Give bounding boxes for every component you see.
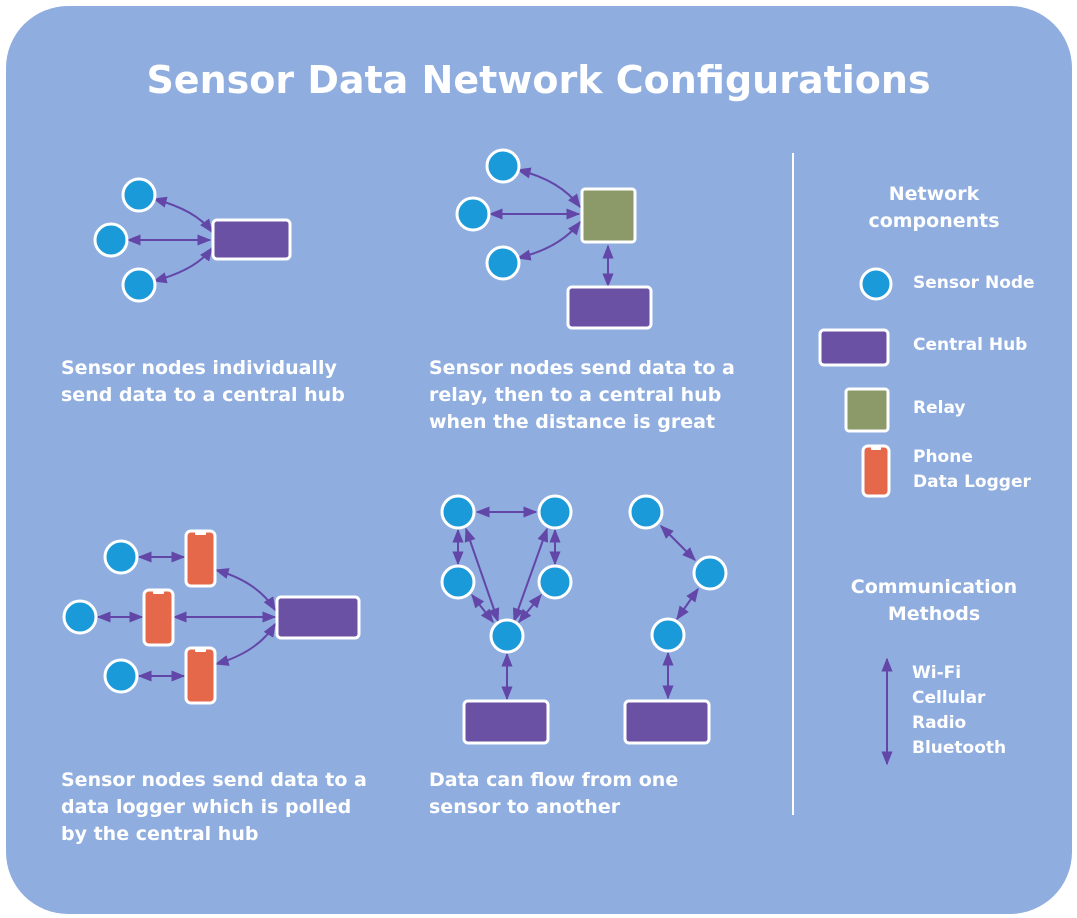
sensor-node-icon xyxy=(455,196,491,232)
central-hub-icon xyxy=(275,595,361,640)
legend-phone-logger-label: Phone Data Logger xyxy=(913,447,1031,492)
mesh-config-links xyxy=(452,506,699,701)
link-arrow xyxy=(660,525,696,561)
link-arrow xyxy=(471,593,494,624)
sensor-node-icon xyxy=(440,494,476,530)
page-title: Sensor Data Network Configurations xyxy=(146,58,931,102)
central-hub-icon xyxy=(211,218,292,261)
central-hub-icon xyxy=(623,699,711,745)
legend-central-hub-label: Central Hub xyxy=(913,335,1028,355)
link-arrow xyxy=(516,220,581,261)
relay-icon xyxy=(580,187,637,244)
sensor-node-icon xyxy=(440,564,476,600)
legend-methods-list: Wi-Fi Cellular Radio Bluetooth xyxy=(912,661,1006,761)
caption-logger: Sensor nodes send data to a data logger … xyxy=(61,769,367,845)
legend-components-heading: Network components xyxy=(868,183,1000,232)
sensor-node-icon xyxy=(650,617,686,653)
sensor-node-icon xyxy=(121,267,157,303)
sensor-node-icon xyxy=(93,222,129,258)
phone-icon xyxy=(184,646,217,705)
relay-config-nodes xyxy=(455,148,653,330)
link-arrow xyxy=(676,587,699,621)
central-hub-icon xyxy=(462,699,550,745)
sensor-node-icon xyxy=(103,658,139,694)
link-arrow xyxy=(518,593,542,624)
central-hub-icon xyxy=(566,285,653,330)
link-arrow xyxy=(152,196,213,234)
method-cellular: Cellular xyxy=(912,688,986,708)
phone-icon xyxy=(142,588,175,647)
sensor-node-icon xyxy=(103,539,139,575)
legend-sensor-node-label: Sensor Node xyxy=(913,273,1035,293)
sensor-node-icon xyxy=(859,267,893,301)
phone-icon xyxy=(861,444,891,498)
logger-config-links xyxy=(96,551,277,682)
sensor-node-icon xyxy=(62,599,98,635)
method-wifi: Wi-Fi xyxy=(912,663,962,683)
mesh-config-nodes xyxy=(440,494,728,745)
direct-config-nodes xyxy=(93,177,292,303)
sensor-node-icon xyxy=(692,555,728,591)
legend-icons xyxy=(818,267,893,766)
phone-icon xyxy=(184,529,217,588)
caption-mesh: Data can flow from one sensor to another xyxy=(429,769,679,818)
legend-relay-label: Relay xyxy=(913,398,966,418)
sensor-node-icon xyxy=(628,494,664,530)
legend-methods-heading: Communication Methods xyxy=(850,576,1018,625)
link-arrow xyxy=(152,246,213,284)
sensor-node-icon xyxy=(537,564,573,600)
method-bluetooth: Bluetooth xyxy=(912,738,1007,758)
caption-relay: Sensor nodes send data to a relay, then … xyxy=(429,357,735,433)
caption-direct: Sensor nodes individually send data to a… xyxy=(61,357,345,406)
relay-config-links xyxy=(488,167,614,288)
link-arrow xyxy=(214,568,276,612)
sensor-node-icon xyxy=(489,618,525,654)
relay-icon xyxy=(844,387,890,433)
sensor-node-icon xyxy=(485,245,521,281)
central-hub-icon xyxy=(818,328,890,367)
link-arrow xyxy=(516,167,581,209)
sensor-node-icon xyxy=(537,494,573,530)
sensor-node-icon xyxy=(485,148,521,184)
background-panel xyxy=(6,6,1072,914)
sensor-node-icon xyxy=(121,177,157,213)
method-radio: Radio xyxy=(912,713,967,733)
direct-config-links xyxy=(126,196,213,284)
logger-config-nodes xyxy=(62,529,361,705)
link-arrow xyxy=(214,622,276,666)
